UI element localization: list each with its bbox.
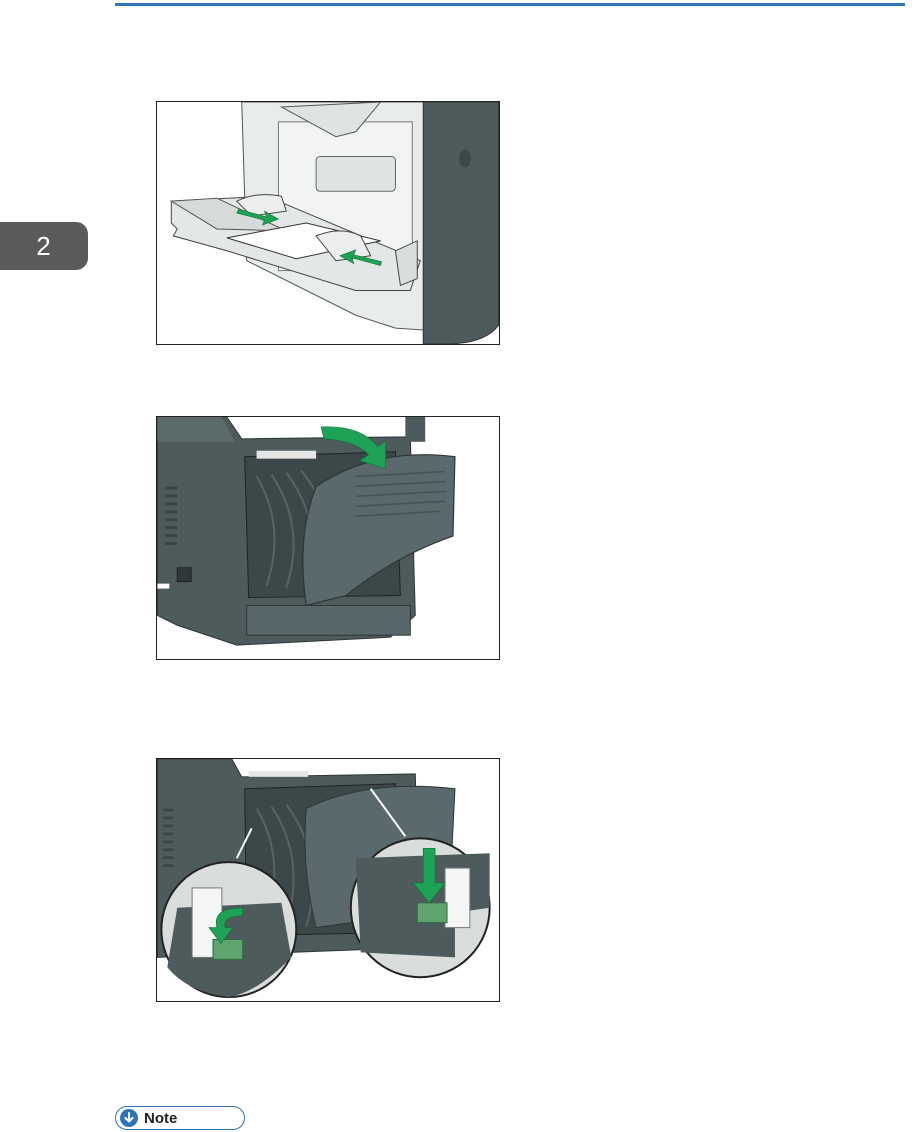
figure-fusing-levers <box>156 758 500 1002</box>
note-badge: Note <box>115 1106 245 1130</box>
printer-illustration-bypass-tray <box>157 102 499 344</box>
printer-illustration-rear-cover <box>157 417 499 659</box>
chapter-tab: 2 <box>0 222 88 270</box>
figure-bypass-tray <box>156 101 500 345</box>
chapter-number: 2 <box>36 231 51 261</box>
arrow-down-circle-icon <box>120 1109 138 1127</box>
header-rule <box>115 3 905 6</box>
printer-illustration-fusing-levers <box>157 759 499 1001</box>
note-label: Note <box>144 1110 177 1127</box>
figure-rear-cover <box>156 416 500 660</box>
